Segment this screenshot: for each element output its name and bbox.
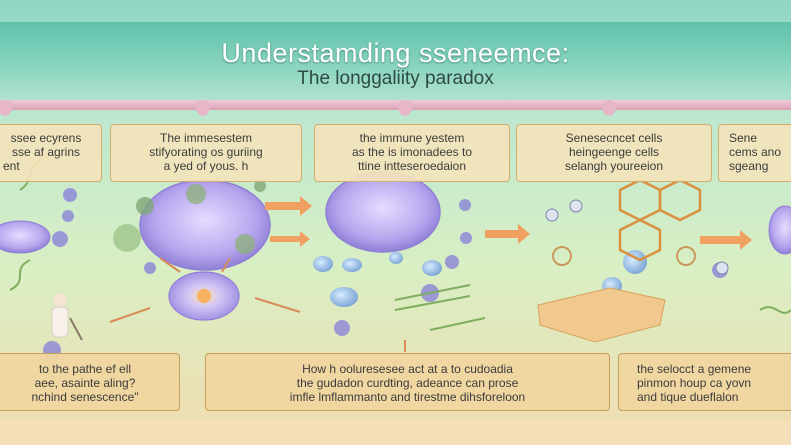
box-line: How h ooluresesee act at a to cudoadia <box>302 362 513 376</box>
rail-drop <box>0 100 12 116</box>
box-line: The immesestem <box>159 131 253 145</box>
top-box-3: the immune yestem as the is imonadees to… <box>314 124 510 182</box>
box-line: selangh youreeion <box>564 159 664 173</box>
top-box-4: Senesecncet cells heingeenge cells selan… <box>516 124 712 182</box>
elderly-person <box>51 293 83 341</box>
box-line: nchind senescence" <box>31 390 139 404</box>
rail-drop <box>398 100 412 116</box>
top-box-2: The immesestem stifyorating os guriing a… <box>110 124 302 182</box>
box-line: to the pathe ef ell <box>38 362 132 376</box>
edge-cell <box>768 205 791 255</box>
flow-arrows <box>265 196 752 250</box>
page-title: Understamding sseneemce: <box>221 38 570 68</box>
page-subtitle: The longgaliity paradox <box>297 68 494 89</box>
box-line: stifyorating os guriing <box>149 145 263 159</box>
box-line: and tique dueflalon <box>637 390 739 404</box>
box-line: ent <box>3 159 20 173</box>
box-line: cems ano <box>729 145 782 159</box>
top-box-5: Sene cems ano sgeang <box>718 124 791 182</box>
box-line: aee, asainte aling? <box>34 376 136 390</box>
box-line: sgeang <box>729 159 769 173</box>
bottom-box-2: How h ooluresesee act at a to cudoadia t… <box>205 353 610 411</box>
large-cell <box>325 171 441 253</box>
tissue-platform <box>537 287 666 343</box>
top-box-1: ssee ecyrens sse af agrins ent <box>0 124 102 182</box>
pink-rail <box>0 100 791 110</box>
left-cell <box>0 220 51 254</box>
rail-drop <box>602 100 616 116</box>
box-line: the immune yestem <box>359 131 465 145</box>
box-line: Sene <box>729 131 758 145</box>
box-line: a yed of yous. h <box>163 159 249 173</box>
box-line: pinmon houp ca yovn <box>637 376 752 390</box>
immune-cells <box>43 180 728 359</box>
blue-particles <box>313 250 647 307</box>
cell-nucleus <box>197 289 211 303</box>
box-line: Senesecncet cells <box>565 131 663 145</box>
dna-strands <box>9 159 791 331</box>
box-line: ttine intteseroedaion <box>357 159 467 173</box>
box-line: ssee ecyrens <box>10 131 82 145</box>
box-line: sse af agrins <box>11 145 81 159</box>
ground-strip <box>0 420 791 445</box>
box-line: heingeenge cells <box>568 145 660 159</box>
box-line: the gudadon curdting, adeance can prose <box>296 376 519 390</box>
box-line: the selocct a gemene <box>637 362 752 376</box>
rail-drop <box>196 100 210 116</box>
small-cell-icons <box>545 199 729 275</box>
thin-arrows <box>109 257 406 352</box>
bottom-box-3: the selocct a gemene pinmon houp ca yovn… <box>618 353 791 411</box>
box-line: imfle lmflammanto and tirestme dihsforel… <box>289 390 526 404</box>
bottom-box-1: to the pathe ef ell aee, asainte aling? … <box>0 353 180 411</box>
box-line: as the is imonadees to <box>351 145 473 159</box>
